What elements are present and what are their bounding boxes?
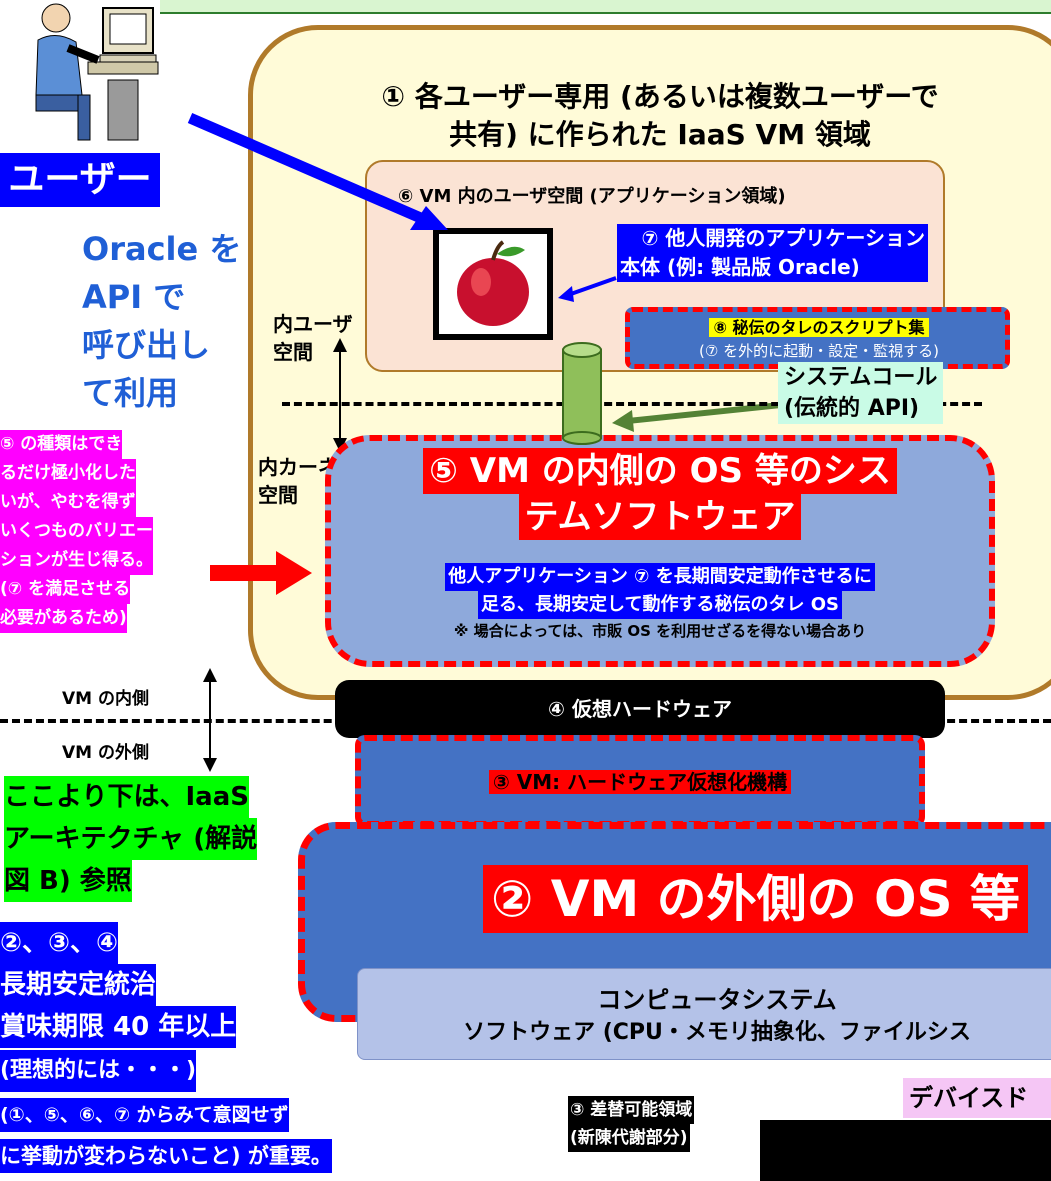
inner-os-title-line2: テムソフトウェア — [518, 494, 802, 540]
computer-line2: ソフトウェア (CPU・メモリ抽象化、ファイルシス — [463, 1020, 971, 1045]
scripts8-line1: ⑧ 秘伝のタレのスクリプト集 — [709, 318, 929, 337]
iaas-note-line3: 図 B) 参照 — [4, 860, 132, 902]
note5-line7: 必要があるため) — [0, 604, 127, 633]
replace3-line1: ③ 差替可能領域 — [568, 1096, 695, 1124]
user-label: ユーザー — [0, 153, 160, 207]
scripts8-line2: (⑦ を外的に起動・設定・監視する) — [699, 342, 939, 360]
computer-system-box: コンピュータシステム ソフトウェア (CPU・メモリ抽象化、ファイルシス — [357, 968, 1051, 1060]
replace3-line2: (新陳代謝部分) — [568, 1124, 690, 1152]
outer-os-title: ② VM の外側の OS 等 — [483, 865, 1028, 933]
app7-line2: 本体 (例: 製品版 Oracle) — [620, 255, 860, 279]
region1-title-line2: 共有) に作られた IaaS VM 領域 — [449, 118, 871, 151]
vm-virtualization-label: ③ VM: ハードウェア仮想化機構 — [488, 770, 792, 794]
user-space-title: ⑥ VM 内のユーザ空間 (アプリケーション領域) — [398, 186, 786, 207]
virtual-hardware-bar: ④ 仮想ハードウェア — [335, 680, 945, 738]
inner-os-desc-line1: 他人アプリケーション ⑦ を長期間安定動作させるに — [445, 563, 875, 591]
cylinder-icon — [561, 340, 603, 445]
user-desc-line1: Oracle を — [82, 230, 242, 268]
governance-line1: ②、③、④ — [0, 922, 119, 964]
inner-user-line2: 空間 — [273, 340, 313, 364]
note5-line3: いが、やむを得ず — [0, 488, 136, 517]
user-desc-line4: て利用 — [82, 374, 179, 412]
scripts8-label: ⑧ 秘伝のタレのスクリプト集 (⑦ を外的に起動・設定・監視する) — [630, 314, 1008, 361]
note5-line4: いくつものバリエー — [0, 517, 153, 546]
inner-kernel-line2: 空間 — [258, 483, 298, 507]
inner-os-title-line1: ⑤ VM の内側の OS 等のシス — [423, 448, 897, 494]
governance-note: ②、③、④ 長期安定統治 賞味期限 40 年以上 (理想的には・・・) (①、⑤… — [0, 922, 332, 1176]
note5-line5: ションが生じ得る。 — [0, 546, 153, 575]
iaas-note-line2: アーキテクチャ (解説 — [4, 818, 258, 860]
user-kernel-boundary — [282, 402, 982, 406]
iaas-vm-region-title: ① 各ユーザー専用 (あるいは複数ユーザーで 共有) に作られた IaaS VM… — [280, 78, 1040, 154]
governance-line2: 長期安定統治 — [0, 964, 157, 1006]
user-desc-line2: API で — [82, 278, 186, 316]
inner-user-space-label: 内ユーザ 空間 — [273, 310, 353, 366]
inner-os-description: 他人アプリケーション ⑦ を長期間安定動作させるに 足る、長期安定して動作する秘… — [330, 563, 990, 643]
iaas-note-line1: ここより下は、IaaS — [4, 776, 249, 818]
app7-line1: ⑦ 他人開発のアプリケーション — [641, 226, 926, 250]
syscall-line1: システムコール — [784, 365, 938, 390]
replaceable-area-label: ③ 差替可能領域 (新陳代謝部分) — [568, 1096, 695, 1152]
outer-os-title-wrap: ② VM の外側の OS 等 — [483, 865, 1028, 933]
apple-icon — [433, 228, 553, 340]
governance-line4: (理想的には・・・) — [0, 1050, 197, 1092]
app7-label: ⑦ 他人開発のアプリケーション 本体 (例: 製品版 Oracle) — [617, 224, 928, 282]
syscall-label: システムコール (伝統的 API) — [778, 362, 944, 424]
vm-inner-label: VM の内側 — [62, 689, 149, 709]
note5-line6: (⑦ を満足させる — [0, 575, 131, 604]
computer-line1: コンピュータシステム — [597, 986, 837, 1014]
device-label: デバイスド — [903, 1078, 1051, 1118]
inner-os-title: ⑤ VM の内側の OS 等のシス テムソフトウェア — [330, 448, 990, 540]
virtual-hardware-label: ④ 仮想ハードウェア — [548, 697, 732, 721]
region1-title-line1: ① 各ユーザー専用 (あるいは複数ユーザーで — [381, 80, 939, 113]
user-description: Oracle を API で 呼び出し て利用 — [82, 225, 241, 417]
user-desc-line3: 呼び出し — [82, 326, 211, 364]
governance-sub-line2: に挙動が変わらないこと) が重要。 — [0, 1139, 332, 1173]
note5-line1: ⑤ の種類はでき — [0, 430, 123, 459]
note5-line2: るだけ極小化した — [0, 459, 136, 488]
inner-user-line1: 内ユーザ — [273, 312, 353, 336]
device-black-bar — [760, 1120, 1051, 1181]
governance-sub-line1: (①、⑤、⑥、⑦ からみて意図せず — [0, 1098, 289, 1132]
governance-line3: 賞味期限 40 年以上 — [0, 1006, 237, 1048]
vm-virtualization-label-wrap: ③ VM: ハードウェア仮想化機構 — [360, 767, 920, 797]
vm-outer-label: VM の外側 — [62, 743, 149, 763]
apple-drawing — [457, 240, 529, 326]
syscall-line2: (伝統的 API) — [784, 396, 920, 421]
person-at-computer-icon — [8, 0, 168, 150]
iaas-reference-note: ここより下は、IaaS アーキテクチャ (解説 図 B) 参照 — [4, 776, 258, 902]
inner-os-desc-line2: 足る、長期安定して動作する秘伝のタレ OS — [478, 591, 842, 619]
inner-os-note: ※ 場合によっては、市販 OS を利用せざるを得ない場合あり — [453, 622, 867, 640]
os5-variation-note: ⑤ の種類はでき るだけ極小化した いが、やむを得ず いくつものバリエー ション… — [0, 430, 210, 633]
